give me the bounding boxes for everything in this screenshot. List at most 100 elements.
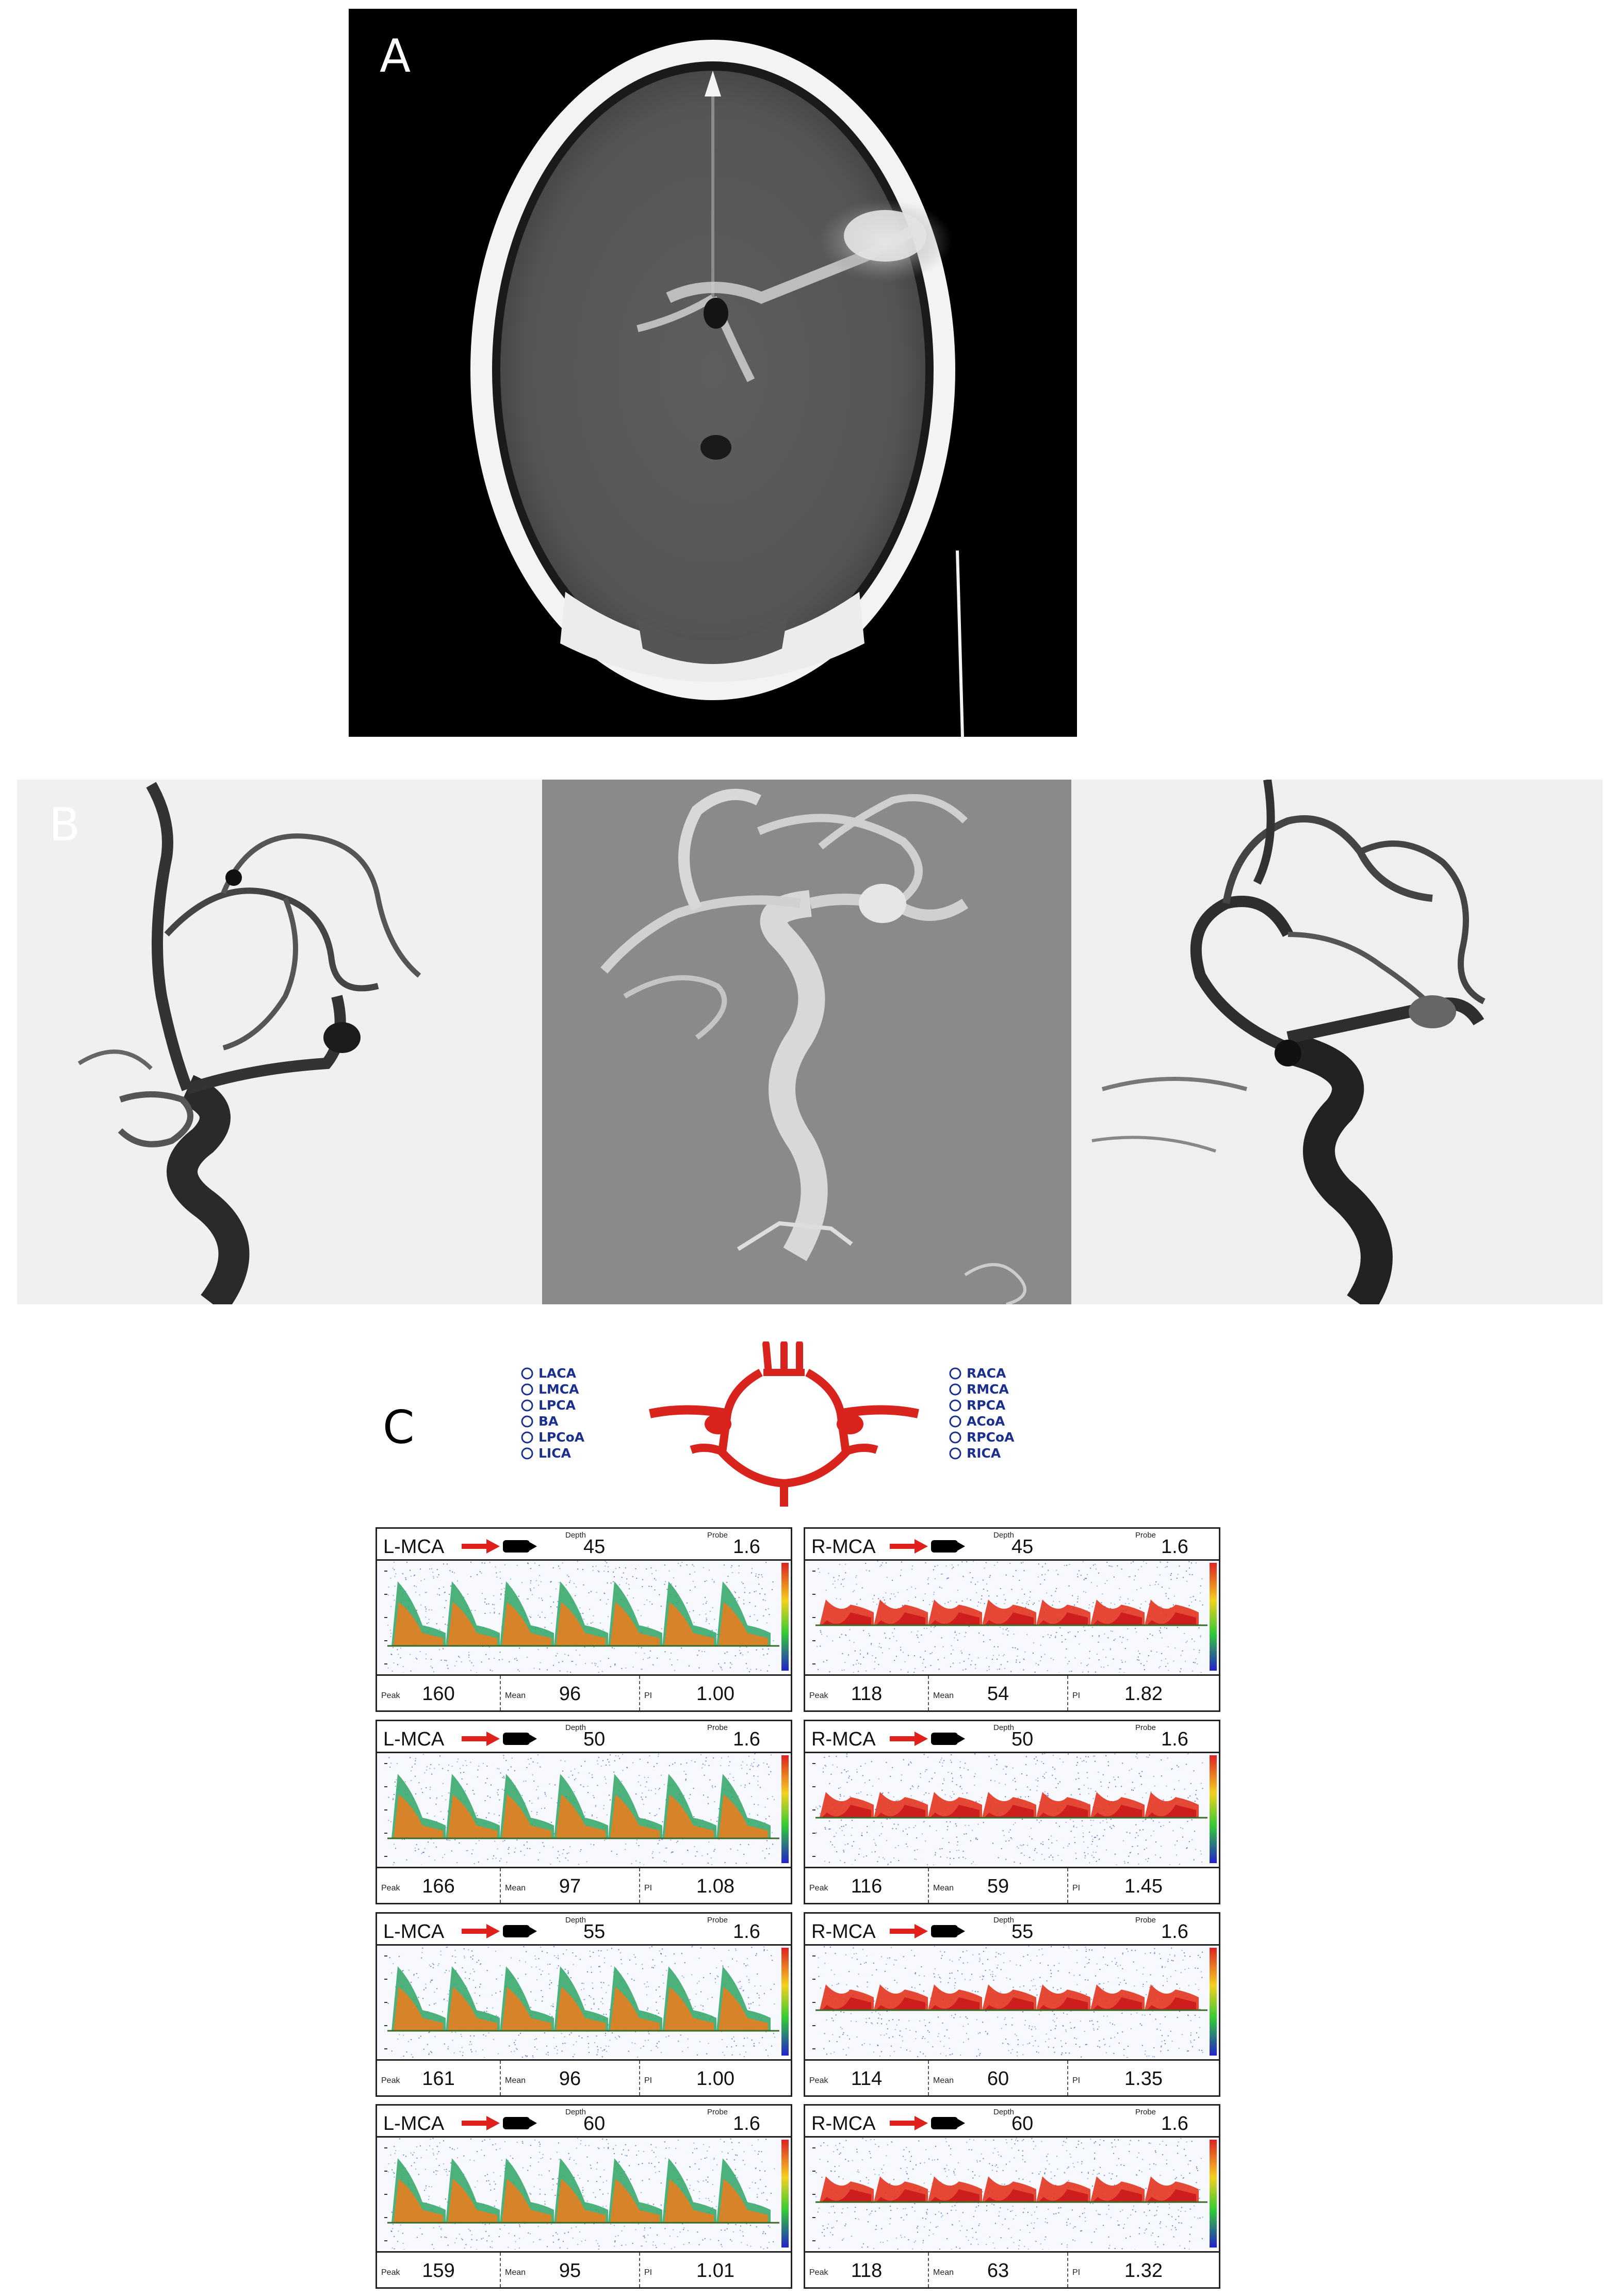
doppler-spectrum bbox=[377, 1946, 791, 2061]
peak-label: Peak bbox=[809, 1691, 828, 1700]
depth-value: 45 bbox=[583, 1536, 606, 1558]
pi-label: PI bbox=[644, 2268, 652, 2277]
legend-left-marker-4 bbox=[521, 1431, 533, 1444]
legend-left-item-2: LPCA bbox=[538, 1398, 576, 1413]
probe-arrow-icon bbox=[462, 2116, 537, 2130]
peak-label: Peak bbox=[809, 2076, 828, 2085]
circle-of-willis-diagram bbox=[649, 1341, 919, 1507]
color-scale-bar bbox=[1210, 1755, 1217, 1863]
peak-label: Peak bbox=[809, 1884, 828, 1893]
doppler-spectrum-graphic bbox=[805, 1753, 1219, 1866]
probe-value: 1.6 bbox=[1161, 1728, 1188, 1750]
depth-value: 60 bbox=[583, 2113, 606, 2135]
ct-scan-graphic bbox=[470, 40, 964, 737]
depth-label: Depth bbox=[993, 2108, 1015, 2116]
color-scale-bar bbox=[1210, 1563, 1217, 1671]
doppler-spectrum bbox=[805, 1561, 1219, 1676]
mean-value: 95 bbox=[559, 2260, 581, 2282]
pi-label: PI bbox=[644, 1691, 652, 1700]
legend-right-marker-3 bbox=[949, 1415, 961, 1428]
probe-value: 1.6 bbox=[1161, 2113, 1188, 2135]
doppler-spectrum-graphic bbox=[805, 1561, 1219, 1674]
mean-label: Mean bbox=[933, 1691, 954, 1700]
legend-left-item-3: BA bbox=[538, 1414, 559, 1429]
color-scale-bar bbox=[1210, 2140, 1217, 2248]
probe-label: Probe bbox=[707, 1723, 728, 1732]
depth-value: 60 bbox=[1011, 2113, 1034, 2135]
peak-label: Peak bbox=[381, 2076, 400, 2085]
pi-value: 1.45 bbox=[1124, 1875, 1163, 1897]
pi-value: 1.35 bbox=[1124, 2068, 1163, 2090]
angiogram-oblique-view bbox=[1071, 780, 1603, 1304]
legend-right-marker-5 bbox=[949, 1447, 961, 1460]
circle-of-willis-vessels bbox=[649, 1341, 919, 1507]
vessel-name: L-MCA bbox=[383, 1536, 445, 1558]
mean-value: 63 bbox=[987, 2260, 1009, 2282]
legend-left-marker-3 bbox=[521, 1415, 533, 1428]
probe-value: 1.6 bbox=[733, 1536, 760, 1558]
depth-value: 45 bbox=[1011, 1536, 1034, 1558]
probe-value: 1.6 bbox=[733, 1728, 760, 1750]
probe-label: Probe bbox=[1135, 1723, 1156, 1732]
depth-label: Depth bbox=[993, 1531, 1015, 1540]
pi-label: PI bbox=[1072, 1884, 1081, 1893]
peak-value: 118 bbox=[851, 1683, 883, 1705]
vessel-name: R-MCA bbox=[811, 1728, 876, 1750]
footer-cell-pi: PI 1.35 bbox=[1068, 2061, 1219, 2095]
footer-cell-pi: PI 1.45 bbox=[1068, 1868, 1219, 1903]
ct-scan-image: A bbox=[349, 9, 1077, 737]
mean-value: 54 bbox=[987, 1683, 1009, 1705]
legend-right-item-1: RMCA bbox=[967, 1382, 1009, 1397]
pi-value: 1.32 bbox=[1124, 2260, 1163, 2282]
pi-label: PI bbox=[1072, 2076, 1081, 2085]
depth-value: 55 bbox=[583, 1921, 606, 1943]
legend-left-item-1: LMCA bbox=[538, 1382, 579, 1397]
angiogram-ap-view bbox=[542, 780, 1071, 1304]
legend-left-marker-0 bbox=[521, 1367, 533, 1380]
vessel-name: L-MCA bbox=[383, 1921, 445, 1943]
probe-arrow-icon bbox=[462, 1732, 537, 1746]
legend-left-item-4: LPCoA bbox=[538, 1430, 585, 1445]
depth-label: Depth bbox=[565, 1531, 586, 1540]
vessel-name: L-MCA bbox=[383, 2113, 445, 2135]
legend-left-item-5: LICA bbox=[538, 1446, 572, 1461]
doppler-spectrum-graphic bbox=[805, 2138, 1219, 2251]
doppler-spectrum bbox=[377, 2138, 791, 2253]
depth-label: Depth bbox=[565, 1723, 586, 1732]
angiography-panel: B bbox=[17, 780, 1603, 1304]
mean-value: 97 bbox=[559, 1875, 581, 1897]
doppler-spectrum-graphic bbox=[377, 1946, 791, 2059]
vessel-name: R-MCA bbox=[811, 2113, 876, 2135]
vessel-name: R-MCA bbox=[811, 1921, 876, 1943]
probe-label: Probe bbox=[1135, 2108, 1156, 2116]
doppler-spectrum bbox=[805, 1753, 1219, 1868]
legend-right-item-5: RICA bbox=[967, 1446, 1001, 1461]
angiogram-lateral-graphic bbox=[17, 780, 542, 1304]
doppler-spectrum-graphic bbox=[377, 1753, 791, 1866]
